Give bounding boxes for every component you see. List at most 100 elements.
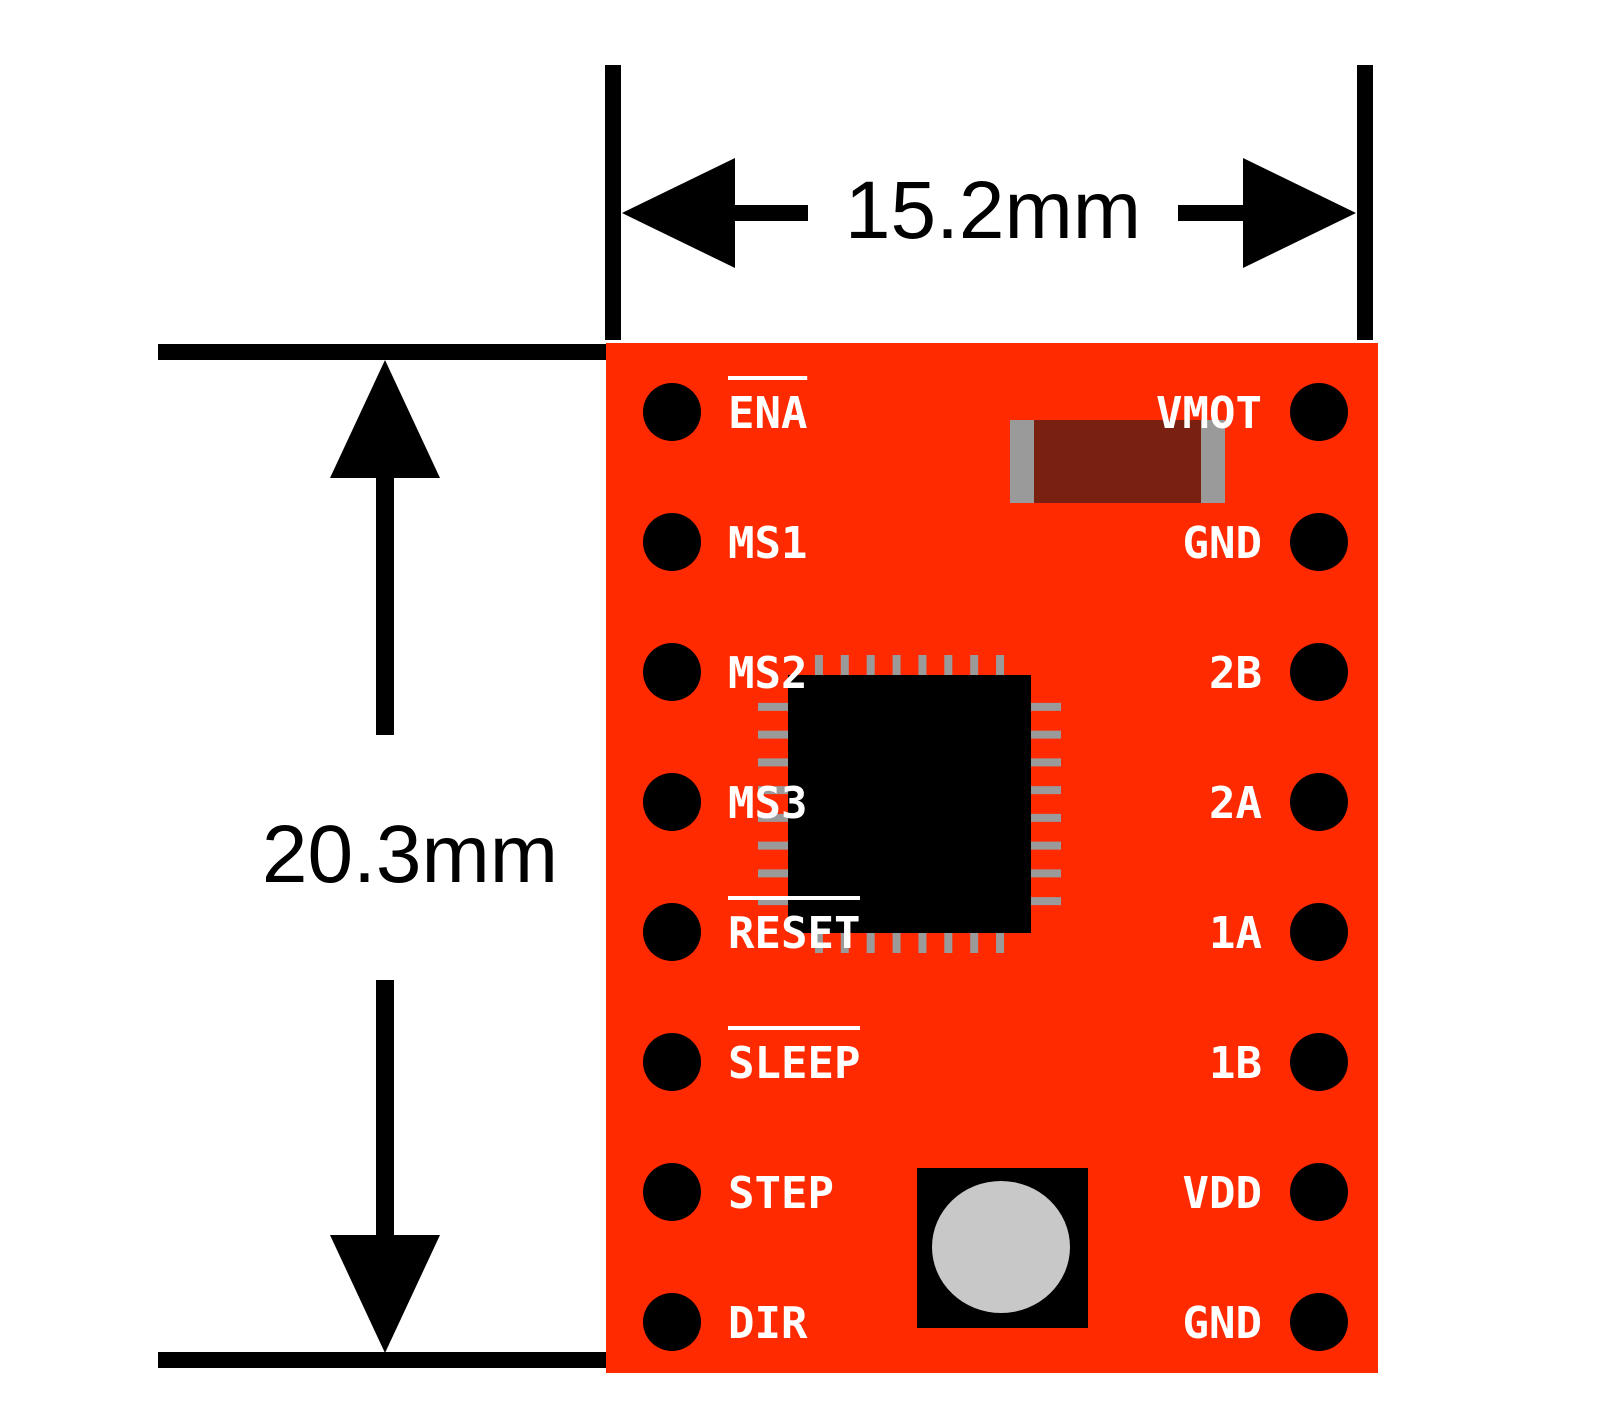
pin-right-gnd: GND bbox=[1183, 513, 1348, 571]
pin-pad bbox=[1290, 513, 1348, 571]
height-label: 20.3mm bbox=[262, 809, 558, 900]
right-pin-header: VMOT GND 2B 2A 1A 1B VDD GND bbox=[1156, 383, 1348, 1351]
pin-right-1a: 1A bbox=[1209, 903, 1348, 961]
pin-right-1b: 1B bbox=[1209, 1033, 1348, 1091]
chip-lead bbox=[840, 931, 849, 953]
pin-pad bbox=[643, 773, 701, 831]
chip-lead bbox=[1029, 841, 1061, 850]
width-arrowhead-left bbox=[622, 158, 735, 268]
chip-lead bbox=[944, 655, 953, 677]
pin-pad bbox=[1290, 1163, 1348, 1221]
chip-lead bbox=[758, 813, 790, 822]
pin-left-ms3: MS3 bbox=[643, 773, 807, 831]
pin-label: VDD bbox=[1183, 1168, 1262, 1219]
pin-label: 2B bbox=[1209, 648, 1262, 699]
pin-label: STEP bbox=[728, 1168, 834, 1219]
height-arrowhead-bottom bbox=[330, 1235, 440, 1353]
pin-pad bbox=[643, 383, 701, 441]
pin-pad bbox=[643, 1033, 701, 1091]
chip-lead bbox=[1029, 730, 1061, 739]
pin-left-reset: RESET bbox=[643, 896, 860, 961]
width-label: 15.2mm bbox=[845, 165, 1141, 256]
chip-leads bbox=[758, 655, 1061, 953]
pin-pad bbox=[1290, 1293, 1348, 1351]
pin-pad bbox=[643, 903, 701, 961]
chip-lead bbox=[866, 931, 875, 953]
chip-lead bbox=[892, 931, 901, 953]
chip-lead bbox=[1029, 897, 1061, 906]
pin-label: 1B bbox=[1209, 1038, 1262, 1089]
pin-left-step: STEP bbox=[643, 1163, 834, 1221]
width-dimension: 15.2mm bbox=[605, 65, 1373, 340]
capacitor bbox=[1010, 420, 1225, 503]
chip-lead bbox=[944, 931, 953, 953]
pin-right-gnd: GND bbox=[1183, 1293, 1348, 1351]
pin-label: 1A bbox=[1209, 908, 1262, 959]
pin-label: SLEEP bbox=[728, 1038, 860, 1089]
pin-label: DIR bbox=[728, 1298, 808, 1349]
pin-pad bbox=[1290, 383, 1348, 441]
pin-pad bbox=[1290, 773, 1348, 831]
chip-lead bbox=[758, 702, 790, 711]
height-arrowhead-top bbox=[330, 360, 440, 478]
chip-lead bbox=[1029, 786, 1061, 795]
pin-pad bbox=[643, 643, 701, 701]
pin-pad bbox=[1290, 1033, 1348, 1091]
chip-lead bbox=[866, 655, 875, 677]
pin-left-dir: DIR bbox=[643, 1293, 808, 1351]
pin-label: MS3 bbox=[728, 778, 807, 829]
potentiometer bbox=[917, 1168, 1088, 1328]
pin-left-ms1: MS1 bbox=[643, 513, 807, 571]
chip-lead bbox=[918, 655, 927, 677]
capacitor-terminal-left bbox=[1010, 420, 1034, 503]
height-dimension: 20.3mm bbox=[158, 344, 610, 1368]
chip-lead bbox=[996, 931, 1005, 953]
pin-label: RESET bbox=[728, 908, 860, 959]
pin-left-ena: ENA bbox=[643, 376, 807, 441]
pin-right-2b: 2B bbox=[1209, 643, 1348, 701]
pin-label: VMOT bbox=[1156, 388, 1262, 439]
pin-label: ENA bbox=[728, 388, 807, 439]
pin-pad bbox=[1290, 903, 1348, 961]
pin-pad bbox=[643, 1163, 701, 1221]
chip-lead bbox=[758, 897, 790, 906]
chip-lead bbox=[996, 655, 1005, 677]
pin-pad bbox=[643, 513, 701, 571]
pin-pad bbox=[1290, 643, 1348, 701]
potentiometer-knob bbox=[932, 1181, 1070, 1313]
chip-lead bbox=[814, 655, 823, 677]
chip-lead bbox=[1029, 758, 1061, 767]
chip-lead bbox=[814, 931, 823, 953]
pin-right-vmot: VMOT bbox=[1156, 383, 1348, 441]
capacitor-terminal-right bbox=[1201, 420, 1225, 503]
pin-left-sleep: SLEEP bbox=[643, 1026, 860, 1091]
chip-lead bbox=[1029, 869, 1061, 878]
pin-label: MS1 bbox=[728, 518, 807, 569]
chip-lead bbox=[758, 786, 790, 795]
chip-lead bbox=[758, 841, 790, 850]
chip-lead bbox=[892, 655, 901, 677]
chip-lead bbox=[758, 730, 790, 739]
chip-lead bbox=[758, 758, 790, 767]
pin-right-2a: 2A bbox=[1209, 773, 1348, 831]
driver-chip bbox=[788, 675, 1031, 933]
chip-lead bbox=[970, 655, 979, 677]
chip-lead bbox=[840, 655, 849, 677]
pin-label: GND bbox=[1183, 1298, 1262, 1349]
pin-label: GND bbox=[1183, 518, 1262, 569]
pin-left-ms2: MS2 bbox=[643, 643, 807, 701]
pin-right-vdd: VDD bbox=[1183, 1163, 1348, 1221]
chip-lead bbox=[918, 931, 927, 953]
chip-lead bbox=[970, 931, 979, 953]
chip-lead bbox=[1029, 813, 1061, 822]
width-arrowhead-right bbox=[1243, 158, 1356, 268]
chip-lead bbox=[758, 869, 790, 878]
pin-label: 2A bbox=[1209, 778, 1262, 829]
chip-lead bbox=[1029, 702, 1061, 711]
pin-pad bbox=[643, 1293, 701, 1351]
pin-label: MS2 bbox=[728, 648, 807, 699]
